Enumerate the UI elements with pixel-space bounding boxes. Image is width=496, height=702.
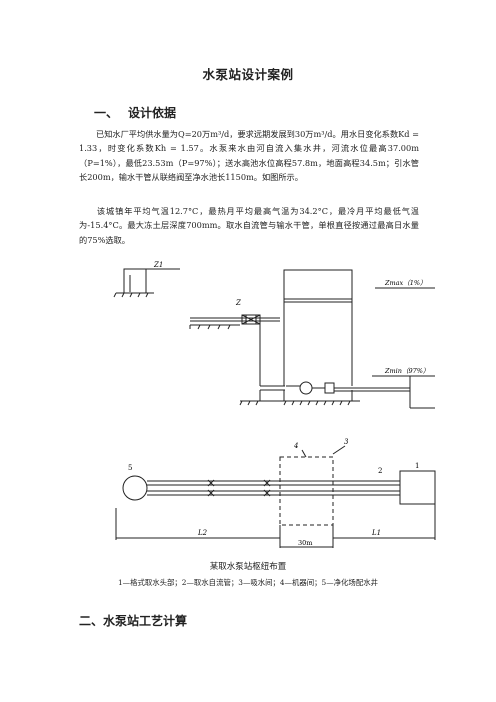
label-l2: L2 <box>197 529 208 537</box>
label-z: Z <box>235 299 241 307</box>
figure-legend: 1—格式取水头部；2—取水自流管；3—吸水间；4—机器间；5—净化场配水井 <box>117 578 378 587</box>
label-zmin: Zmin（97%） <box>384 367 429 375</box>
intake-tank-small <box>113 268 154 298</box>
section-heading-1: 一、设计依据 <box>94 104 176 121</box>
label-l1: L1 <box>371 529 381 537</box>
label-num-5: 5 <box>128 464 132 472</box>
label-num-4: 4 <box>293 442 298 450</box>
label-z1: Z1 <box>153 261 163 269</box>
pump <box>286 381 410 395</box>
label-zmax: Zmax（1%） <box>384 279 427 287</box>
label-num-1: 1 <box>415 462 419 470</box>
intake-pipe-line <box>189 314 280 330</box>
section-heading-2: 二、水泵站工艺计算 <box>79 614 188 628</box>
label-num-2: 2 <box>378 467 382 475</box>
paragraph-2-text: 该城镇年平均气温12.7°C，最热月平均最高气温为34.2°C，最冷月平均最低气… <box>79 206 419 245</box>
pump-building <box>276 269 360 406</box>
section-title: 设计依据 <box>128 106 177 120</box>
label-30m: 30m <box>298 539 312 547</box>
pump-station-diagram: Z1 Z Zmax（1%） Zmin（97%） 5 4 3 2 1 L2 L1 … <box>113 261 436 548</box>
figure-caption: 某取水泵站枢纽布置 <box>209 562 287 572</box>
plan-view <box>115 445 436 548</box>
page-title: 水泵站设计案例 <box>202 67 294 82</box>
label-num-3: 3 <box>344 438 349 446</box>
paragraph-design-basis: 已知水厂平均供水量为Q=20万m³/d，要求远期发展到30万m³/d。用水日变化… <box>79 127 419 185</box>
paragraph-climate: 该城镇年平均气温12.7°C，最热月平均最高气温为34.2°C，最冷月平均最低气… <box>79 204 419 247</box>
section-number: 一、 <box>94 106 119 120</box>
paragraph-1-text: 已知水厂平均供水量为Q=20万m³/d，要求远期发展到30万m³/d。用水日变化… <box>79 129 419 183</box>
